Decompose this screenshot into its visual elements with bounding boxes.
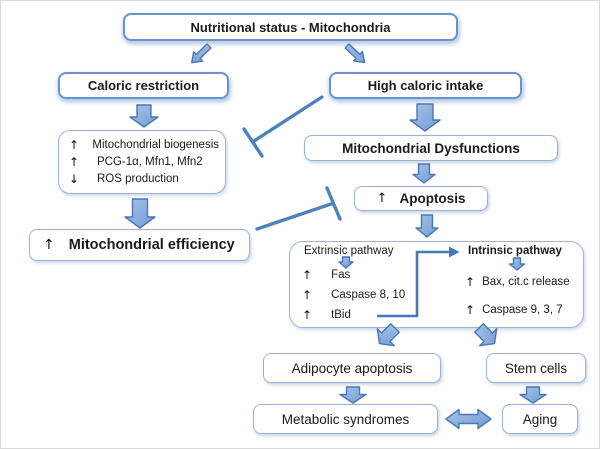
node-mitochondrial-dysfunctions-label: Mitochondrial Dysfunctions bbox=[342, 140, 520, 156]
intrinsic-row-label: Caspase 9, 3, 7 bbox=[482, 304, 563, 316]
extrinsic-row: ↑ Caspase 8, 10 bbox=[302, 288, 405, 302]
up-arrow-glyph: ↑ bbox=[43, 237, 55, 253]
node-apoptosis-label: Apoptosis bbox=[399, 191, 466, 206]
inhibitor-efficiency-to-apoptosis-line bbox=[255, 202, 333, 231]
biogenesis-row-label: Mitochondrial biogenesis bbox=[92, 139, 219, 151]
biogenesis-row: ↓ ROS production bbox=[69, 172, 219, 186]
node-pathways-box: Extrinsic pathway ↑ Fas ↑ Caspase 8, 10 … bbox=[289, 241, 584, 328]
node-adipocyte-apoptosis: Adipocyte apoptosis bbox=[263, 353, 441, 383]
extrinsic-row: ↑ tBid bbox=[302, 308, 351, 322]
node-metabolic-syndromes: Metabolic syndromes bbox=[253, 404, 438, 434]
arrow-root-to-caloric-restriction bbox=[191, 43, 212, 64]
node-stem-cells-label: Stem cells bbox=[504, 360, 568, 376]
biogenesis-row-label: PCG-1α, Mfn1, Mfn2 bbox=[97, 156, 203, 168]
extrinsic-pathway-heading-label: Extrinsic pathway bbox=[304, 245, 394, 257]
arrow-root-to-high-caloric bbox=[344, 43, 366, 64]
up-arrow-glyph: ↑ bbox=[69, 155, 80, 169]
extrinsic-row-label: tBid bbox=[331, 309, 351, 321]
arrow-adipocyte-to-metabolic bbox=[339, 386, 367, 404]
extrinsic-row: ↑ Fas bbox=[302, 268, 350, 282]
arrow-dysfunctions-to-apoptosis bbox=[412, 163, 436, 184]
biogenesis-row-label: ROS production bbox=[97, 173, 179, 185]
node-adipocyte-apoptosis-label: Adipocyte apoptosis bbox=[291, 360, 413, 376]
up-arrow-glyph: ↑ bbox=[302, 308, 313, 322]
node-aging-label: Aging bbox=[522, 411, 558, 427]
biogenesis-row: ↑ PCG-1α, Mfn1, Mfn2 bbox=[69, 155, 219, 169]
node-caloric-restriction-label: Caloric restriction bbox=[87, 78, 200, 93]
node-biogenesis-list: ↑ Mitochondrial biogenesis ↑ PCG-1α, Mfn… bbox=[58, 130, 226, 194]
node-mitochondrial-efficiency: ↑ Mitochondrial efficiency bbox=[29, 229, 250, 261]
intrinsic-row-label: Bax, cit.c release bbox=[482, 276, 570, 288]
node-aging: Aging bbox=[502, 404, 578, 434]
biogenesis-row: ↑ Mitochondrial biogenesis bbox=[69, 138, 219, 152]
extrinsic-row-label: Caspase 8, 10 bbox=[331, 289, 406, 301]
arrow-caloric-to-biogenesis bbox=[129, 104, 159, 128]
up-arrow-glyph: ↑ bbox=[465, 303, 476, 317]
up-arrow-glyph: ↑ bbox=[465, 275, 476, 289]
inhibitor-efficiency-to-apoptosis-bar bbox=[325, 186, 342, 221]
intrinsic-row: ↑ Bax, cit.c release bbox=[465, 275, 570, 289]
arrow-apoptosis-to-pathways bbox=[415, 214, 439, 238]
up-arrow-glyph: ↑ bbox=[302, 288, 313, 302]
intrinsic-pathway-heading-label: Intrinsic pathway bbox=[468, 245, 562, 257]
node-metabolic-syndromes-label: Metabolic syndromes bbox=[281, 411, 410, 427]
arrow-high-caloric-to-dysfunctions bbox=[409, 103, 441, 132]
node-apoptosis: ↑ Apoptosis bbox=[354, 186, 488, 211]
arrow-stem-to-aging bbox=[519, 386, 547, 404]
up-arrow-glyph: ↑ bbox=[376, 191, 388, 206]
up-arrow-glyph: ↑ bbox=[69, 138, 80, 152]
node-high-caloric-intake-label: High caloric intake bbox=[367, 78, 484, 93]
node-nutritional-status-label: Nutritional status - Mitochondria bbox=[190, 19, 391, 35]
intrinsic-pathway-heading: Intrinsic pathway bbox=[468, 245, 562, 257]
node-stem-cells: Stem cells bbox=[486, 353, 586, 383]
up-arrow-glyph: ↑ bbox=[302, 268, 313, 282]
arrow-metabolic-aging-double bbox=[445, 408, 492, 430]
inhibitor-high-caloric-to-biogenesis-bar bbox=[242, 127, 264, 158]
extrinsic-row-label: Fas bbox=[331, 269, 351, 281]
node-nutritional-status: Nutritional status - Mitochondria bbox=[123, 13, 458, 41]
node-mitochondrial-efficiency-label: Mitochondrial efficiency bbox=[68, 237, 235, 253]
intrinsic-row: ↑ Caspase 9, 3, 7 bbox=[465, 303, 563, 317]
node-high-caloric-intake: High caloric intake bbox=[329, 72, 522, 99]
down-arrow-glyph: ↓ bbox=[69, 172, 80, 186]
arrow-biogenesis-to-efficiency bbox=[124, 198, 156, 229]
node-caloric-restriction: Caloric restriction bbox=[58, 72, 229, 99]
node-mitochondrial-dysfunctions: Mitochondrial Dysfunctions bbox=[304, 135, 558, 161]
extrinsic-pathway-heading: Extrinsic pathway bbox=[304, 245, 393, 257]
